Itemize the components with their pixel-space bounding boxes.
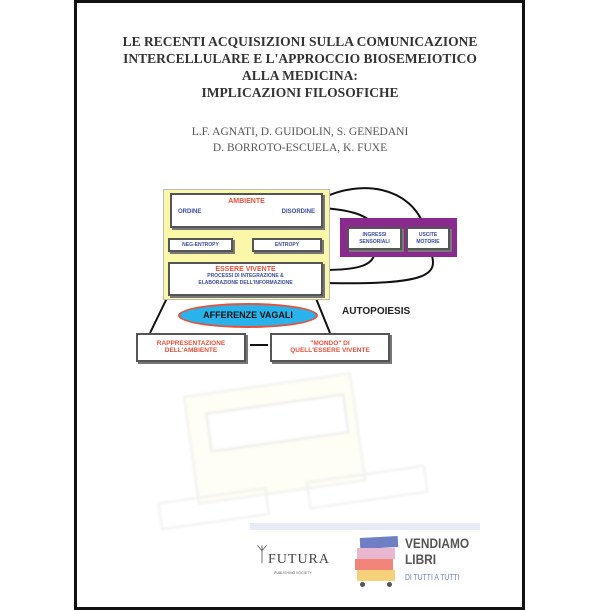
processi-label: PROCESSI DI INTEGRAZIONE &: [207, 273, 284, 279]
title-line: LE RECENTI ACQUISIZIONI SULLA COMUNICAZI…: [122, 34, 478, 49]
ambiente-box: AMBIENTE ORDINE DISORDINE: [170, 193, 323, 228]
autopoiesis-label: AUTOPOIESIS: [342, 306, 411, 317]
authors: L.F. AGNATI, D. GUIDOLIN, S. GENEDANI D.…: [0, 124, 600, 156]
mondo-box: "MONDO" DI QUELL'ESSERE VIVENTE: [270, 333, 390, 362]
futura-logo: ᛉ FUTURA PUBLISHING SOCIETY: [256, 544, 331, 575]
disordine-label: DISORDINE: [281, 209, 315, 215]
seller-line1: VENDIAMO: [405, 535, 470, 551]
rappresentazione-box: RAPPRESENTAZIONE DELL'AMBIENTE: [136, 333, 246, 362]
publisher-name: FUTURA: [268, 552, 331, 567]
title-line: ALLA MEDICINA:: [242, 68, 358, 83]
afferenze-vagali-ellipse: AFFERENZE VAGALI: [178, 303, 318, 328]
authors-line: L.F. AGNATI, D. GUIDOLIN, S. GENEDANI: [191, 126, 409, 138]
divider-bar: [250, 523, 480, 530]
seller-tagline: DI TUTTI A TUTTI: [405, 573, 460, 582]
title-line: INTERCELLULARE E L'APPROCCIO BIOSEMEIOTI…: [123, 51, 477, 66]
entropy-box: ENTROPY: [252, 238, 322, 252]
ingressi-sensoriali-box: INGRESSI SENSORIALI: [347, 227, 402, 250]
ordine-label: ORDINE: [178, 209, 202, 215]
authors-line: D. BORROTO-ESCUELA, K. FUXE: [212, 142, 388, 154]
essere-vivente-label: ESSERE VIVENTE: [215, 266, 276, 273]
essere-vivente-box: ESSERE VIVENTE PROCESSI DI INTEGRAZIONE …: [168, 262, 323, 296]
title-line: IMPLICAZIONI FILOSOFICHE: [201, 85, 399, 100]
elaborazione-label: ELABORAZIONE DELL'INFORMAZIONE: [198, 280, 293, 286]
book-title: LE RECENTI ACQUISIZIONI SULLA COMUNICAZI…: [0, 33, 600, 101]
order-row: ORDINE DISORDINE: [172, 205, 321, 219]
ambiente-label: AMBIENTE: [228, 198, 265, 205]
book-cover: [74, 0, 525, 610]
seller-line2: LIBRI: [405, 551, 437, 567]
vendiamo-libri-logo: VENDIAMO LIBRI DI TUTTI A TUTTI: [355, 535, 480, 593]
uscite-motorie-box: USCITE MOTORIE: [406, 227, 450, 250]
publisher-tagline: PUBLISHING SOCIETY: [274, 571, 312, 575]
neg-entropy-box: NEG-ENTROPY: [168, 238, 233, 252]
